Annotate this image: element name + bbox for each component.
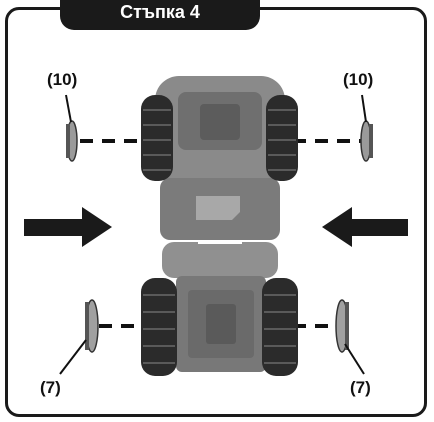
leader-lines	[59, 94, 367, 375]
tires	[141, 95, 298, 376]
step-title: Стъпка 4	[120, 2, 200, 22]
part-label-10-right: (10)	[343, 70, 374, 89]
right-push-arrow	[322, 207, 408, 247]
hubcap-top-left	[66, 120, 78, 162]
part-label-10-left: (10)	[47, 70, 78, 89]
part-label-7-right: (7)	[350, 378, 371, 397]
nut-bottom-right	[335, 299, 349, 353]
vehicle	[155, 76, 285, 372]
step-tab	[60, 0, 260, 30]
dashed-guide-lines	[80, 139, 362, 328]
hubcap-top-right	[360, 120, 373, 162]
left-push-arrow	[24, 207, 112, 247]
nut-bottom-left	[85, 299, 99, 353]
part-label-7-left: (7)	[40, 378, 61, 397]
